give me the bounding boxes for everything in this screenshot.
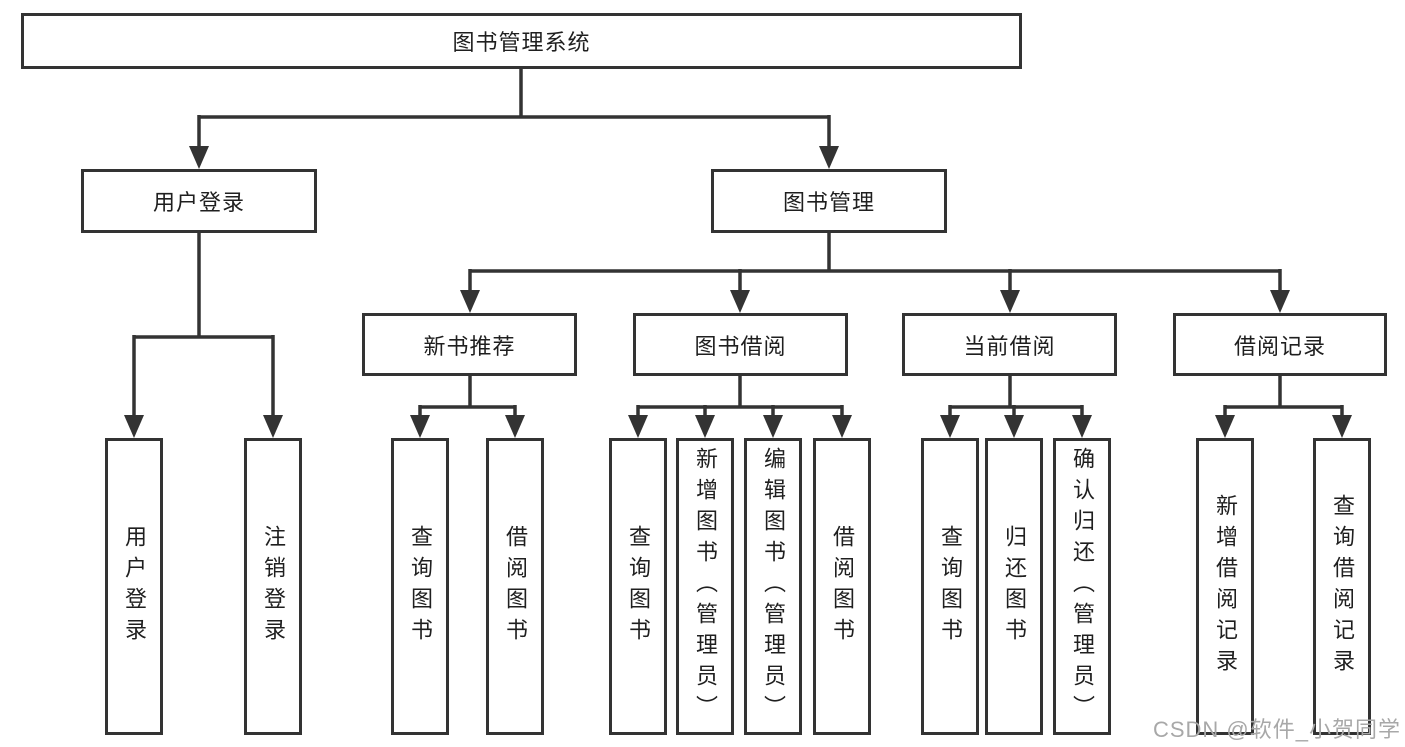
leaf-edit-book-admin: 编辑图书（管理员） <box>744 438 802 735</box>
arrow-down-icon <box>730 290 750 313</box>
node-label: 图书借阅 <box>694 333 787 359</box>
arrow-down-icon <box>460 290 480 313</box>
leaf-query-book-3: 查询图书 <box>921 438 979 735</box>
node-book-borrow: 图书借阅 <box>633 313 848 376</box>
csdn-watermark: CSDN @软件_小贺同学 <box>1152 717 1401 742</box>
arrow-down-icon <box>1270 290 1290 313</box>
connector-borrowrecords <box>1223 376 1344 416</box>
connector-bookmgmt-to-level3 <box>468 233 1282 291</box>
node-label: 查询图书 <box>626 524 651 649</box>
arrow-down-icon <box>505 415 525 438</box>
node-current-borrow: 当前借阅 <box>902 313 1117 376</box>
leaf-confirm-return-admin: 确认归还（管理员） <box>1053 438 1111 735</box>
arrow-down-icon <box>410 415 430 438</box>
arrow-down-icon <box>940 415 960 438</box>
leaf-logout: 注销登录 <box>244 438 302 735</box>
arrow-down-icon <box>1004 415 1024 438</box>
node-label: 查询图书 <box>938 524 963 649</box>
leaf-return-book: 归还图书 <box>985 438 1043 735</box>
node-label: 确认归还（管理员） <box>1070 447 1095 726</box>
node-new-book-recommend: 新书推荐 <box>362 313 577 376</box>
leaf-query-borrow-record: 查询借阅记录 <box>1313 438 1371 735</box>
node-label: 新书推荐 <box>423 333 516 359</box>
leaf-query-book-1: 查询图书 <box>391 438 449 735</box>
node-label: 编辑图书（管理员） <box>761 447 786 726</box>
leaf-add-borrow-record: 新增借阅记录 <box>1196 438 1254 735</box>
node-book-management: 图书管理 <box>711 169 947 233</box>
node-label: 借阅图书 <box>503 524 528 649</box>
connector-currentborrow <box>948 376 1084 416</box>
connector-userlogin-to-leaves <box>132 233 275 416</box>
node-label: 图书管理系统 <box>452 30 591 55</box>
arrow-down-icon <box>628 415 648 438</box>
node-label: 用户登录 <box>122 524 147 649</box>
leaf-user-login: 用户登录 <box>105 438 163 735</box>
arrowheads-userlogin <box>124 415 283 438</box>
connector-bookborrow <box>636 376 844 416</box>
node-label: 借阅记录 <box>1233 333 1326 359</box>
arrow-down-icon <box>819 146 839 169</box>
leaf-add-book-admin: 新增图书（管理员） <box>676 438 734 735</box>
arrow-down-icon <box>124 415 144 438</box>
node-label: 查询图书 <box>408 524 433 649</box>
arrow-down-icon <box>832 415 852 438</box>
leaf-borrow-book-2: 借阅图书 <box>813 438 871 735</box>
node-label: 注销登录 <box>261 524 286 649</box>
connector-newbookrec <box>418 376 517 416</box>
leaf-query-book-2: 查询图书 <box>609 438 667 735</box>
connector-root-to-level2 <box>197 69 831 147</box>
node-user-login: 用户登录 <box>81 169 317 233</box>
arrow-down-icon <box>1072 415 1092 438</box>
arrow-down-icon <box>695 415 715 438</box>
arrow-down-icon <box>763 415 783 438</box>
node-label: 新增借阅记录 <box>1213 493 1238 680</box>
arrow-down-icon <box>189 146 209 169</box>
arrow-down-icon <box>1215 415 1235 438</box>
arrow-down-icon <box>263 415 283 438</box>
arrowheads-level2 <box>189 146 839 169</box>
leaf-borrow-book-1: 借阅图书 <box>486 438 544 735</box>
node-library-management-system: 图书管理系统 <box>21 13 1022 69</box>
node-label: 归还图书 <box>1002 524 1027 649</box>
node-label: 用户登录 <box>152 190 245 215</box>
node-label: 借阅图书 <box>830 524 855 649</box>
node-label: 新增图书（管理员） <box>693 447 718 726</box>
node-label: 查询借阅记录 <box>1330 493 1355 680</box>
node-label: 图书管理 <box>782 190 875 215</box>
arrowheads-leaves <box>410 415 1352 438</box>
node-borrow-records: 借阅记录 <box>1173 313 1387 376</box>
arrowheads-level3 <box>460 290 1290 313</box>
arrow-down-icon <box>1000 290 1020 313</box>
arrow-down-icon <box>1332 415 1352 438</box>
node-label: 当前借阅 <box>963 333 1056 359</box>
